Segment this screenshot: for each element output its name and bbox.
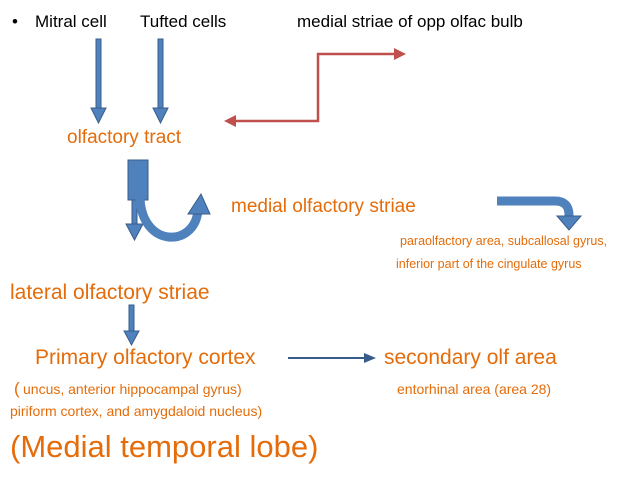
tract-down-arrow-icon — [125, 159, 149, 242]
secondary-olf-area-label: secondary olf area — [384, 346, 557, 369]
primary-olfactory-cortex-label: Primary olfactory cortex — [35, 346, 256, 369]
medial-bent-arrow-icon — [497, 196, 583, 231]
primary-detail-paren: ( — [14, 379, 20, 398]
primary-detail-line1: uncus, anterior hippocampal gyrus) — [23, 381, 242, 397]
mitral-down-arrow-icon — [90, 38, 107, 125]
olfactory-tract-label: olfactory tract — [67, 127, 182, 148]
opp-bulb-red-elbow-arrow-icon — [224, 48, 406, 127]
tufted-down-arrow-icon — [152, 38, 169, 125]
primary-to-secondary-arrow-icon — [288, 353, 376, 363]
primary-detail-line2: piriform cortex, and amygdaloid nucleus) — [10, 403, 263, 419]
entorhinal-area-label: entorhinal area (area 28) — [397, 381, 552, 397]
medial-olfactory-striae-label: medial olfactory striae — [231, 196, 416, 217]
medial-striae-opp-label: medial striae of opp olfac bulb — [297, 12, 523, 31]
mitral-cell-label: Mitral cell — [35, 12, 107, 31]
lateral-olfactory-striae-label: lateral olfactory striae — [10, 281, 210, 304]
lateral-down-arrow-icon — [123, 304, 140, 347]
bullet-mark: • — [12, 12, 18, 31]
medial-temporal-lobe-label: (Medial temporal lobe) — [10, 429, 319, 464]
medial-targets-line1: paraolfactory area, subcallosal gyrus, — [400, 234, 608, 248]
medial-targets-line2: inferior part of the cingulate gyrus — [396, 257, 582, 271]
tufted-cells-label: Tufted cells — [140, 12, 227, 31]
medial-curved-arrow-icon — [135, 192, 211, 242]
